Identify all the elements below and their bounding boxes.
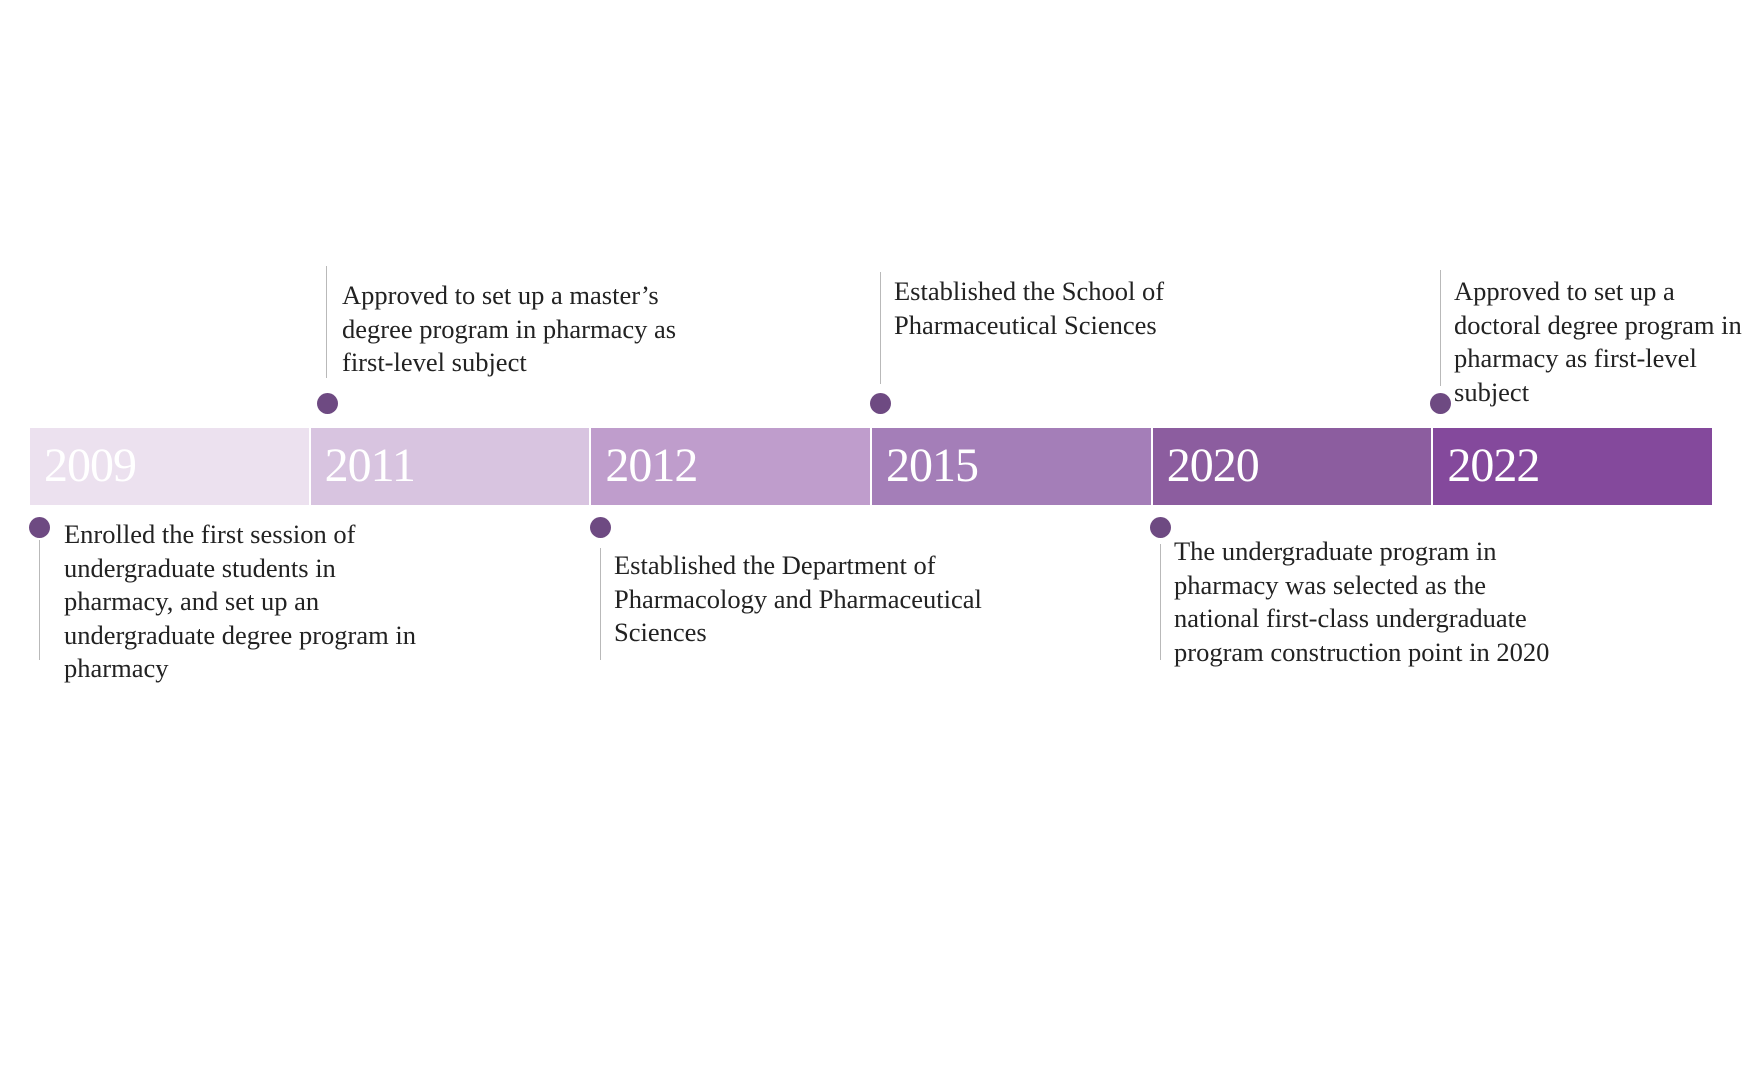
marker-dot-2009 (29, 517, 50, 538)
event-2020: The undergraduate program in pharmacy wa… (1174, 536, 1550, 667)
connector-line-2009 (39, 540, 40, 660)
year-segment-2011: 2011 (310, 428, 592, 505)
event-2011: Approved to set up a master’s degree pro… (342, 280, 677, 378)
marker-dot-2020 (1150, 517, 1171, 538)
connector-line-2012 (600, 548, 601, 660)
marker-dot-2012 (590, 517, 611, 538)
year-segment-2009: 2009 (30, 428, 311, 505)
year-label-2009: 2009 (44, 439, 137, 492)
year-label-2011: 2011 (324, 439, 416, 492)
connector-line-2020 (1160, 544, 1161, 660)
marker-dot-2022 (1430, 393, 1451, 414)
year-segment-2012: 2012 (591, 428, 873, 505)
event-2022: Approved to set up a doctoral degree pro… (1454, 276, 1742, 407)
year-bar: 2009 2011 2012 2015 2020 2022 (30, 428, 1713, 505)
marker-dot-2011 (317, 393, 338, 414)
year-segment-2020: 2020 (1152, 428, 1434, 505)
connector-line-2015 (880, 272, 881, 384)
connector-line-2011 (326, 266, 327, 378)
year-label-2022: 2022 (1447, 439, 1540, 492)
year-segment-2022: 2022 (1433, 428, 1713, 505)
marker-dot-2015 (870, 393, 891, 414)
event-2009: Enrolled the first session of undergradu… (64, 519, 416, 684)
event-2012: Established the Department of Pharmacolo… (614, 550, 982, 648)
event-2015: Established the School of Pharmaceutical… (894, 276, 1165, 340)
connector-line-2022 (1440, 270, 1441, 386)
year-label-2015: 2015 (886, 439, 979, 492)
year-label-2012: 2012 (605, 439, 698, 492)
year-segment-2015: 2015 (872, 428, 1153, 505)
year-label-2020: 2020 (1166, 439, 1260, 492)
